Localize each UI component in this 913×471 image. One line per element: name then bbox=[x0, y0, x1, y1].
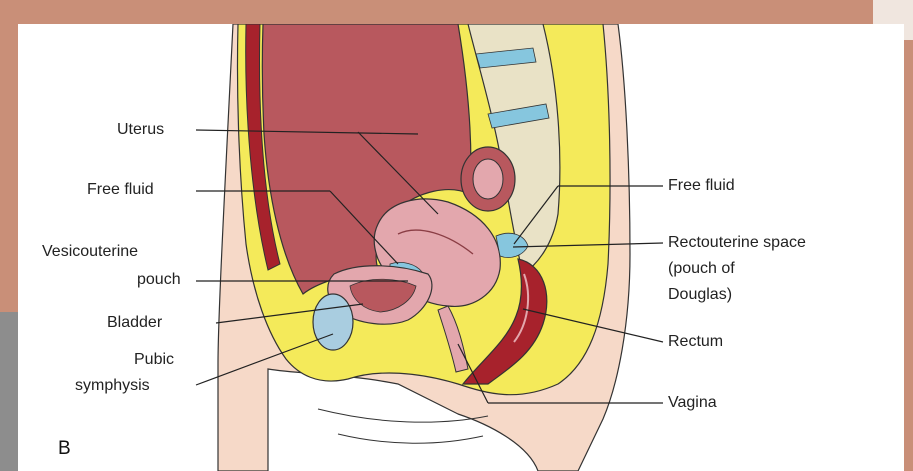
background-gray-block bbox=[0, 312, 20, 471]
label-rectouterine-line2: (pouch of bbox=[668, 259, 735, 279]
label-rectouterine-line1: Rectouterine space bbox=[668, 233, 806, 253]
pubic-symphysis bbox=[313, 294, 353, 350]
label-pubic-line1: Pubic bbox=[134, 350, 174, 370]
label-bladder: Bladder bbox=[107, 313, 162, 333]
skin-fold bbox=[338, 434, 483, 443]
label-vagina: Vagina bbox=[668, 393, 717, 413]
label-vesicouterine-line2: pouch bbox=[137, 270, 181, 290]
label-uterus: Uterus bbox=[117, 120, 164, 140]
label-free-fluid-right: Free fluid bbox=[668, 176, 735, 196]
label-free-fluid-left: Free fluid bbox=[87, 180, 154, 200]
label-pubic-line2: symphysis bbox=[75, 376, 150, 396]
panel-letter: B bbox=[58, 438, 71, 460]
label-rectum: Rectum bbox=[668, 332, 723, 352]
label-vesicouterine-line1: Vesicouterine bbox=[42, 242, 138, 262]
bowel-lumen bbox=[473, 159, 503, 199]
label-rectouterine-line3: Douglas) bbox=[668, 285, 732, 305]
